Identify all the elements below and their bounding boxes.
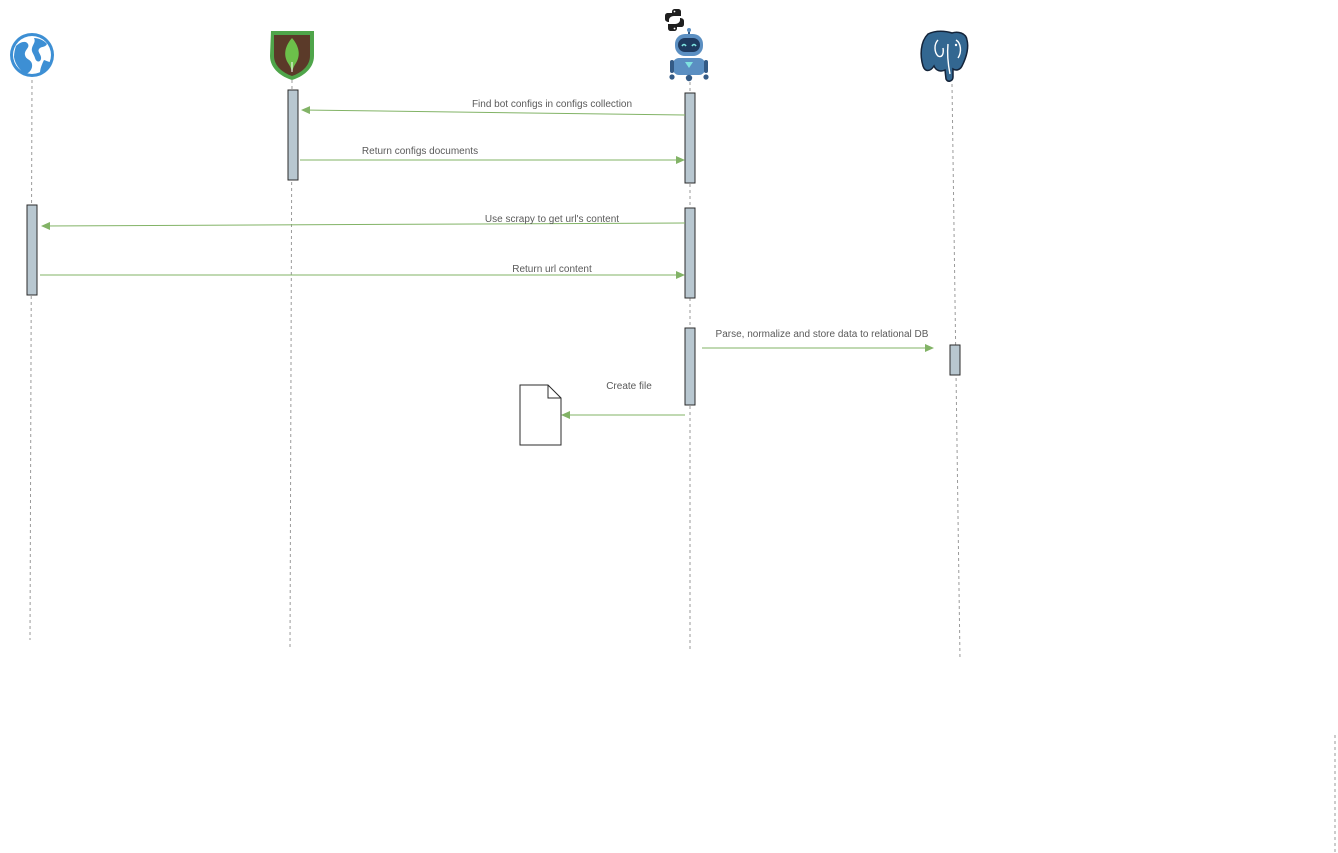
message-label: Return url content	[512, 264, 592, 275]
message-label: Find bot configs in configs collection	[472, 99, 632, 110]
postgresql-icon	[920, 30, 969, 82]
activation-bot-1	[684, 92, 696, 184]
arrow-scrapy	[41, 221, 686, 230]
robot-icon	[669, 28, 709, 82]
message-label: Create file	[606, 381, 652, 392]
lifeline-mongodb	[289, 79, 293, 651]
message-label: Return configs documents	[362, 146, 478, 157]
activation-mongodb	[287, 89, 299, 181]
activation-bot-3	[684, 327, 696, 406]
document-icon	[519, 384, 562, 446]
globe-icon	[10, 33, 54, 77]
lifeline-web	[29, 79, 33, 641]
message-label: Parse, normalize and store data to relat…	[716, 329, 929, 340]
mongodb-icon	[270, 31, 314, 80]
activation-bot-2	[684, 207, 696, 299]
activation-postgresql	[949, 344, 961, 376]
activation-web	[26, 204, 38, 296]
arrow-find-configs	[301, 106, 686, 116]
python-icon	[665, 9, 684, 31]
message-label: Use scrapy to get url's content	[485, 214, 619, 225]
